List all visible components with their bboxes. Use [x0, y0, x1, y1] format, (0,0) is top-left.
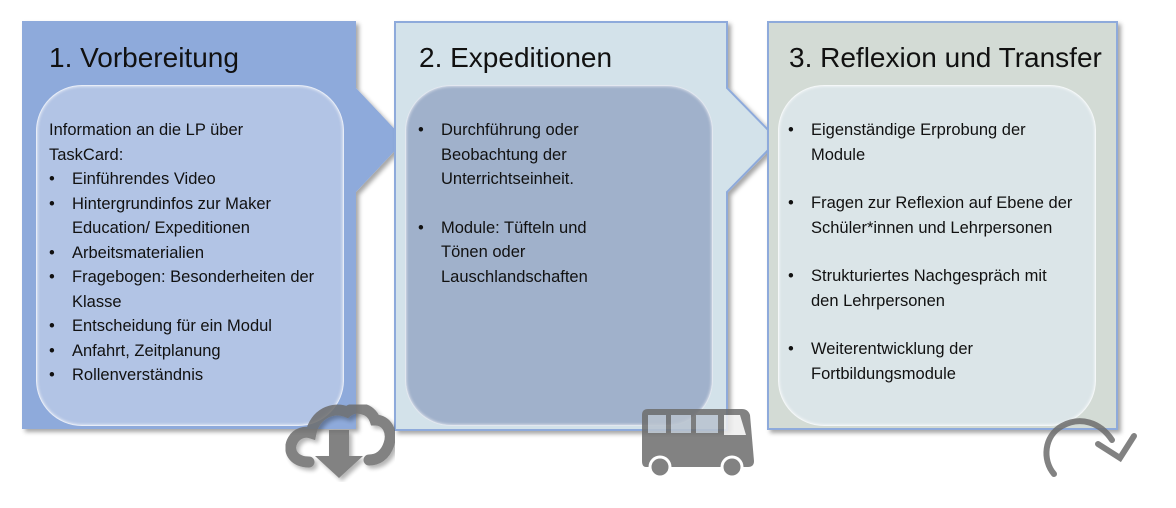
step-2-list: Durchführung oder Beobachtung der Unterr…: [418, 118, 628, 289]
list-item: Module: Tüfteln und Tönen oder Lauschlan…: [418, 216, 621, 290]
list-item: Anfahrt, Zeitplanung: [49, 339, 339, 364]
list-item: Rollenverständnis: [49, 363, 339, 388]
list-item: Fragen zur Reflexion auf Ebene der Schül…: [788, 191, 1081, 240]
step-3-title: 3. Reflexion und Transfer: [789, 42, 1102, 73]
step-3-list: Eigenständige Erprobung der Module Frage…: [788, 118, 1078, 386]
list-item: Weiterentwicklung der Fortbildungsmodule: [788, 337, 1011, 386]
list-item: Durchführung oder Beobachtung der Unterr…: [418, 118, 628, 192]
list-item: Entscheidung für ein Modul: [49, 314, 339, 339]
redo-arrow-icon: [1043, 418, 1137, 477]
step-1-intro: Information an die LP über TaskCard:: [49, 121, 244, 164]
cloud-download-icon: [285, 402, 395, 478]
step-2-title: 2. Expeditionen: [419, 42, 613, 73]
list-item: Eigenständige Erprobung der Module: [788, 118, 1031, 167]
list-item: Strukturiertes Nachgespräch mit den Lehr…: [788, 264, 1061, 313]
list-item: Arbeitsmaterialien: [49, 241, 339, 266]
list-item: Fragebogen: Besonderheiten der Klasse: [49, 265, 322, 314]
step-1-title: 1. Vorbereitung: [49, 42, 239, 73]
list-item: Einführendes Video: [49, 167, 339, 192]
step-1-list: Information an die LP über TaskCard: Ein…: [49, 118, 339, 388]
list-item: Hintergrundinfos zur Maker Education/ Ex…: [49, 192, 312, 241]
bus-icon: [642, 409, 754, 477]
